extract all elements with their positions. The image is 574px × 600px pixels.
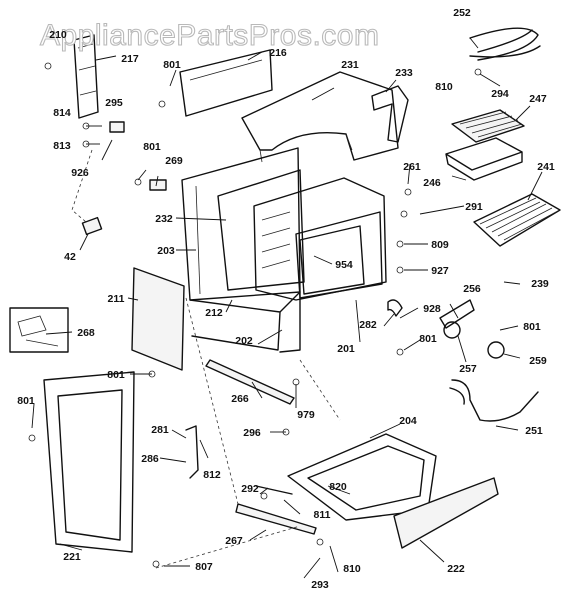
part-label: 259 xyxy=(529,355,547,367)
part-label: 294 xyxy=(491,88,509,100)
part-label: 212 xyxy=(205,307,223,319)
parts-drawing xyxy=(9,27,561,579)
part-label: 222 xyxy=(447,563,465,575)
part-label: 210 xyxy=(49,29,67,41)
part-label: 810 xyxy=(343,563,361,575)
part-label: 812 xyxy=(203,469,221,481)
part-label: 211 xyxy=(108,293,125,305)
part-label: 221 xyxy=(63,551,81,563)
part-label: 247 xyxy=(529,93,547,105)
part-label: 801 xyxy=(419,333,437,345)
part-label: 261 xyxy=(403,161,421,173)
part-label: 216 xyxy=(269,47,287,59)
part-label: 807 xyxy=(195,561,213,573)
part-label: 813 xyxy=(53,140,71,152)
part-label: 954 xyxy=(335,259,353,271)
part-label: 232 xyxy=(155,213,173,225)
part-label: 979 xyxy=(297,409,315,421)
part-label: 927 xyxy=(431,265,449,277)
part-label: 811 xyxy=(314,509,331,521)
part-label: 293 xyxy=(311,579,329,591)
part-label: 201 xyxy=(337,343,355,355)
part-label: 281 xyxy=(151,424,169,436)
part-label: 814 xyxy=(53,107,71,119)
part-label: 291 xyxy=(465,201,483,213)
part-label: 801 xyxy=(107,369,125,381)
part-label: 809 xyxy=(431,239,449,251)
part-label: 268 xyxy=(77,327,95,339)
part-label: 42 xyxy=(64,251,76,263)
part-label: 296 xyxy=(243,427,261,439)
part-label: 239 xyxy=(531,278,549,290)
part-label: 801 xyxy=(143,141,161,153)
part-label: 282 xyxy=(359,319,377,331)
part-label: 233 xyxy=(395,67,413,79)
part-label: 928 xyxy=(423,303,441,315)
part-label: 926 xyxy=(71,167,89,179)
part-label: 267 xyxy=(225,535,243,547)
part-labels: 210 217 216 801 231 233 252 295 814 813 … xyxy=(17,7,555,591)
part-label: 256 xyxy=(463,283,481,295)
part-label: 257 xyxy=(459,363,477,375)
part-label: 246 xyxy=(423,177,441,189)
part-label: 820 xyxy=(329,481,347,493)
part-label: 286 xyxy=(141,453,159,465)
part-label: 202 xyxy=(235,335,253,347)
part-label: 203 xyxy=(157,245,175,257)
part-label: 801 xyxy=(17,395,35,407)
part-label: 801 xyxy=(523,321,541,333)
part-label: 269 xyxy=(165,155,183,167)
part-label: 801 xyxy=(163,59,181,71)
part-label: 810 xyxy=(435,81,453,93)
part-label: 266 xyxy=(231,393,249,405)
watermark-text: AppliancePartsPros.com xyxy=(40,19,379,52)
part-label: 295 xyxy=(105,97,123,109)
part-label: 292 xyxy=(241,483,259,495)
part-label: 252 xyxy=(453,7,471,19)
part-label: 217 xyxy=(121,53,139,65)
part-label: 204 xyxy=(399,415,417,427)
part-label: 231 xyxy=(341,59,359,71)
part-label: 251 xyxy=(525,425,543,437)
part-label: 241 xyxy=(537,161,555,173)
